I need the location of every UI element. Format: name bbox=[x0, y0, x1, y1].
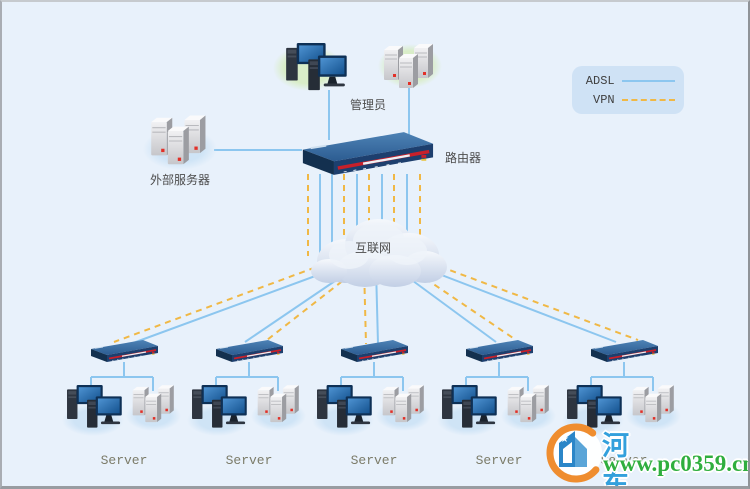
branch-workstations-icon bbox=[316, 385, 372, 432]
external-server-label: 外部服务器 bbox=[149, 173, 210, 187]
branch-router-icon bbox=[589, 338, 659, 363]
branch-workstations-icon bbox=[441, 385, 497, 432]
watermark-logo: ★ bbox=[546, 423, 602, 483]
branch-servers-icon bbox=[506, 383, 553, 426]
branch-router-icon bbox=[339, 338, 409, 363]
branch-site: Server bbox=[187, 338, 311, 470]
branch-router-icon bbox=[89, 338, 159, 363]
internet-to-branch-vpn-line bbox=[408, 254, 639, 341]
legend: ADSL VPN bbox=[572, 66, 684, 114]
branch-site: Server bbox=[62, 338, 186, 470]
branch-workstations-icon bbox=[66, 385, 122, 432]
branch-site: Server bbox=[437, 338, 561, 470]
internet-cloud-icon bbox=[311, 219, 447, 287]
svg-text:★: ★ bbox=[560, 434, 569, 445]
watermark-site-name: 河东软件园 bbox=[602, 431, 630, 489]
branch-servers-icon bbox=[631, 383, 678, 426]
branch-servers-icon bbox=[256, 383, 303, 426]
hq-servers-icon bbox=[381, 42, 439, 92]
external-server-icon bbox=[149, 113, 211, 169]
internet-label: 互联网 bbox=[354, 241, 391, 255]
adsl-label: ADSL bbox=[585, 73, 615, 88]
vpn-line-sample bbox=[621, 98, 675, 101]
branch-router-icon bbox=[214, 338, 284, 363]
branch-workstations-icon bbox=[191, 385, 247, 432]
branch-router-icon bbox=[464, 338, 534, 363]
vpn-label: VPN bbox=[593, 92, 615, 107]
branch-server-label: Server bbox=[225, 453, 273, 468]
admin-workstations-icon bbox=[285, 43, 347, 95]
legend-vpn-row: VPN bbox=[581, 93, 675, 107]
legend-adsl-row: ADSL bbox=[581, 74, 675, 88]
branch-site: Server bbox=[312, 338, 436, 470]
branch-server-label: Server bbox=[475, 453, 523, 468]
admin-label: 管理员 bbox=[349, 98, 386, 112]
branch-server-label: Server bbox=[350, 453, 398, 468]
branch-server-label: Server bbox=[100, 453, 148, 468]
branch-servers-icon bbox=[131, 383, 178, 426]
adsl-line-sample bbox=[621, 79, 675, 82]
router-label: 路由器 bbox=[445, 151, 482, 165]
watermark-site-url: www.pc0359.cn bbox=[603, 451, 750, 476]
internet-to-branch-vpn-line bbox=[113, 255, 347, 343]
main-router-icon bbox=[299, 128, 435, 177]
branch-server-label: Server bbox=[600, 453, 648, 468]
branch-servers-icon bbox=[381, 383, 428, 426]
